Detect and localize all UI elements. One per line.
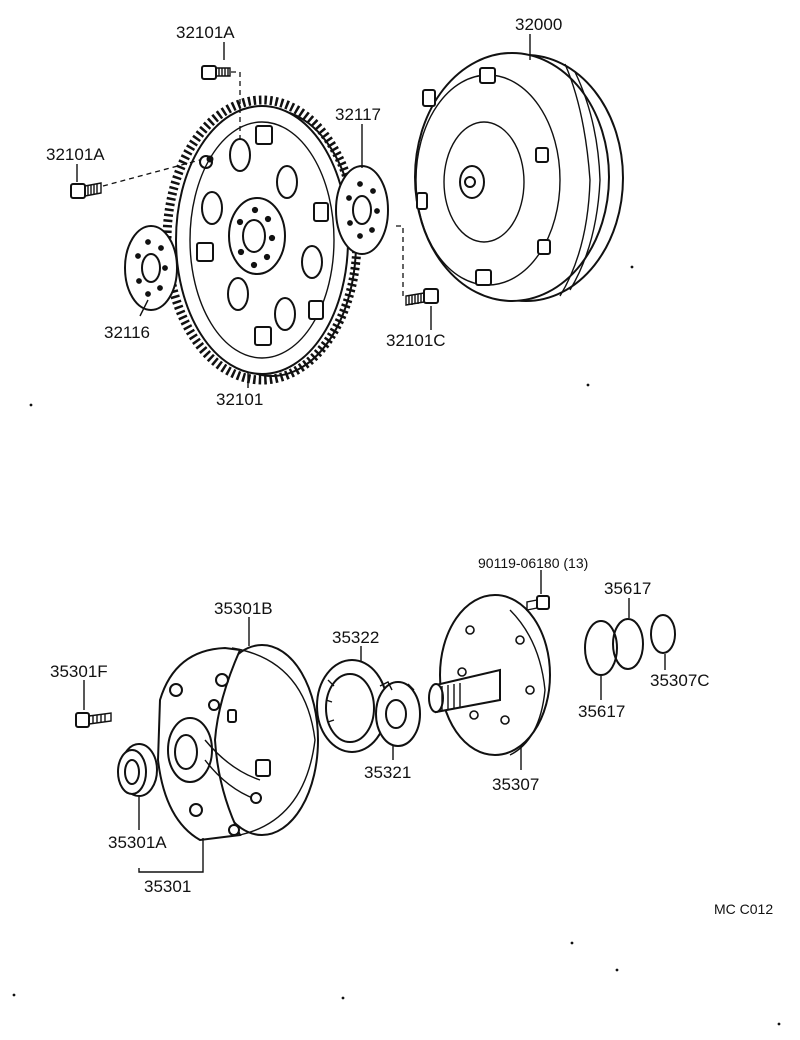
drive-plate-32101 [162,95,362,385]
label-32000: 32000 [515,15,562,34]
seal-ring-35307C [650,614,676,654]
driven-gear-35322 [316,659,388,753]
seal-ring-35617-a [584,620,618,676]
label-35617-top: 35617 [604,579,651,598]
spacer-32117 [335,165,389,255]
label-35617-bottom: 35617 [578,702,625,721]
bolt-90119-06180 [526,595,550,611]
label-32101C: 32101C [386,331,446,350]
label-90119-06180: 90119-06180 (13) [478,555,588,571]
spacer-plate-32116 [124,225,178,311]
label-35322: 35322 [332,628,379,647]
stator-shaft-35307 [428,594,551,756]
label-32116: 32116 [104,323,150,342]
torque-converter-32000 [414,52,624,302]
label-32117: 32117 [335,105,381,124]
oil-pump-body-35301B [156,644,319,842]
label-35321: 35321 [364,763,411,782]
label-35307: 35307 [492,775,539,794]
bolt-35301F [75,712,112,728]
label-32101A-left: 32101A [46,145,105,164]
label-32101A-top: 32101A [176,23,235,42]
oil-seal-35301A [117,743,158,797]
seal-ring-35617-b [612,618,644,670]
label-35301: 35301 [144,877,191,896]
label-35301F: 35301F [50,662,108,681]
bolt-32101A-left [70,182,102,199]
bolt-32101C [405,288,439,306]
label-32101: 32101 [216,390,263,409]
label-35301B: 35301B [214,599,273,618]
drive-gear-35321 [375,681,421,747]
bolt-32101A-top [201,65,231,80]
label-35307C: 35307C [650,671,710,690]
diagram-code: MC C012 [714,901,773,917]
label-35301A: 35301A [108,833,167,852]
